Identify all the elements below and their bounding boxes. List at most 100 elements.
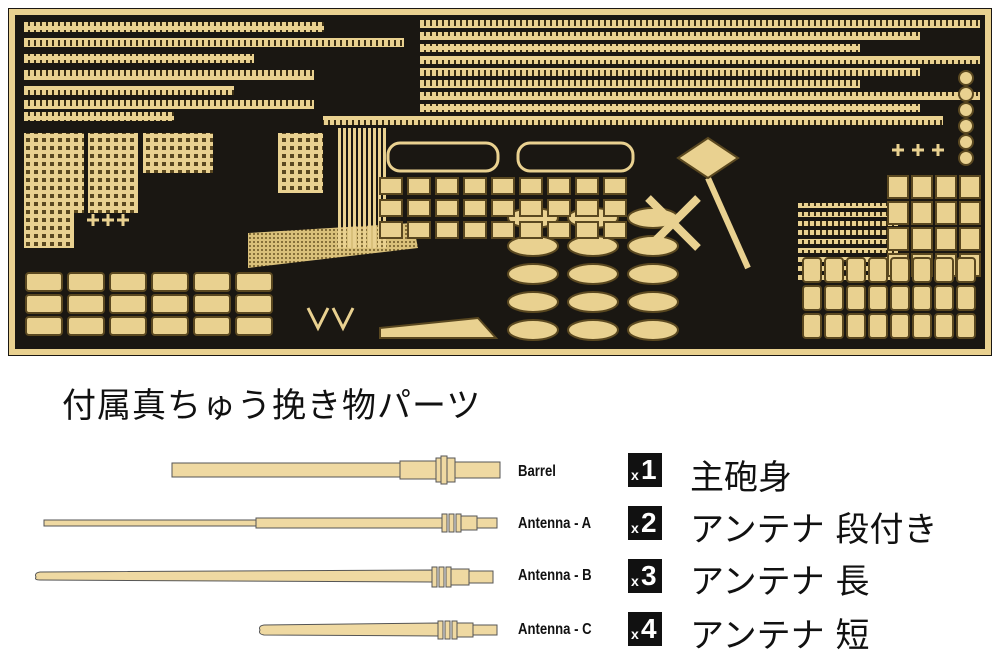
tile-part — [911, 227, 933, 251]
fitting-part — [491, 177, 515, 195]
frame-part — [193, 294, 231, 314]
barrel-illustration — [171, 455, 501, 485]
quantity-badge: x 1 — [628, 453, 662, 487]
strut — [373, 128, 376, 248]
railing-strip — [24, 100, 314, 109]
tile-part — [956, 257, 976, 283]
round-part — [958, 150, 974, 166]
tile-part — [824, 257, 844, 283]
frame-part — [25, 294, 63, 314]
fitting-part — [435, 221, 459, 239]
railing-strip — [24, 22, 324, 32]
fitting-part — [491, 199, 515, 217]
part-label-antenna-a: Antenna - A — [518, 515, 592, 532]
fret-artwork — [9, 9, 991, 355]
boat-part — [627, 319, 679, 341]
tile-part — [824, 313, 844, 339]
part-description: 主砲身 — [690, 458, 792, 498]
railing-strip — [24, 70, 314, 80]
frame-part — [109, 272, 147, 292]
ladder-part — [798, 239, 898, 244]
frame-part — [235, 316, 273, 336]
quantity-prefix: x — [631, 467, 639, 483]
strut — [348, 128, 351, 248]
fitting-part — [491, 221, 515, 239]
fitting-part — [519, 221, 543, 239]
boat-part — [507, 291, 559, 313]
antenna-c-illustration — [259, 620, 498, 640]
round-part — [958, 86, 974, 102]
tile-part — [935, 201, 957, 225]
railing-strip — [24, 112, 174, 121]
frame-part — [67, 294, 105, 314]
railing-strip — [420, 56, 980, 64]
fitting-part — [379, 221, 403, 239]
frame-part — [235, 272, 273, 292]
part-description: アンテナ 段付き — [690, 510, 938, 550]
ladder-part — [798, 212, 898, 217]
frame-part — [151, 272, 189, 292]
part-row-antenna-b: Antenna - B x 3 アンテナ 長 — [0, 556, 1000, 602]
grid-panel — [24, 133, 84, 213]
tile-part — [911, 201, 933, 225]
cross-part — [87, 214, 99, 226]
fitting-part — [407, 199, 431, 217]
fitting-part — [519, 199, 543, 217]
boat-part — [567, 319, 619, 341]
railing-strip — [420, 104, 920, 112]
quantity-badge: x 4 — [628, 612, 662, 646]
fitting-part — [575, 199, 599, 217]
fitting-part — [435, 177, 459, 195]
quantity-number: 1 — [641, 454, 657, 485]
strut — [343, 128, 346, 248]
tile-part — [887, 175, 909, 199]
fitting-part — [603, 177, 627, 195]
tile-part — [846, 285, 866, 311]
tile-part — [912, 285, 932, 311]
railing-strip — [420, 80, 860, 88]
strut — [363, 128, 366, 248]
ladder-part — [798, 221, 898, 226]
frame-part — [25, 316, 63, 336]
tile-part — [935, 227, 957, 251]
tile-part — [934, 257, 954, 283]
strut — [338, 128, 341, 248]
frame-part — [193, 272, 231, 292]
quantity-badge: x 3 — [628, 559, 662, 593]
quantity-number: 4 — [641, 613, 657, 644]
frame-part — [193, 316, 231, 336]
frame-part — [67, 272, 105, 292]
tile-part — [890, 257, 910, 283]
base-part — [379, 316, 499, 339]
part-description: アンテナ 短 — [690, 616, 870, 656]
round-part — [958, 102, 974, 118]
tile-part — [890, 313, 910, 339]
fitting-part — [575, 221, 599, 239]
tile-part — [802, 257, 822, 283]
grid-panel — [143, 133, 213, 173]
tile-part — [868, 285, 888, 311]
section-title: 付属真ちゅう挽き物パーツ — [62, 386, 482, 426]
frame-part — [109, 316, 147, 336]
cross-part — [892, 144, 904, 156]
fitting-part — [379, 177, 403, 195]
boat-part — [627, 291, 679, 313]
tile-part — [890, 285, 910, 311]
ladder-part — [798, 203, 898, 208]
tile-part — [912, 313, 932, 339]
round-part — [958, 70, 974, 86]
boat-part — [567, 291, 619, 313]
boat-part — [567, 263, 619, 285]
grid-panel — [88, 133, 138, 213]
strut — [353, 128, 356, 248]
cross-part — [932, 144, 944, 156]
frame-part — [109, 294, 147, 314]
fitting-part — [463, 177, 487, 195]
tile-part — [824, 285, 844, 311]
fitting-part — [407, 221, 431, 239]
tile-part — [959, 227, 981, 251]
fitting-part — [463, 199, 487, 217]
railing-strip — [420, 92, 980, 100]
railing-strip — [323, 116, 943, 125]
quantity-number: 3 — [641, 560, 657, 591]
